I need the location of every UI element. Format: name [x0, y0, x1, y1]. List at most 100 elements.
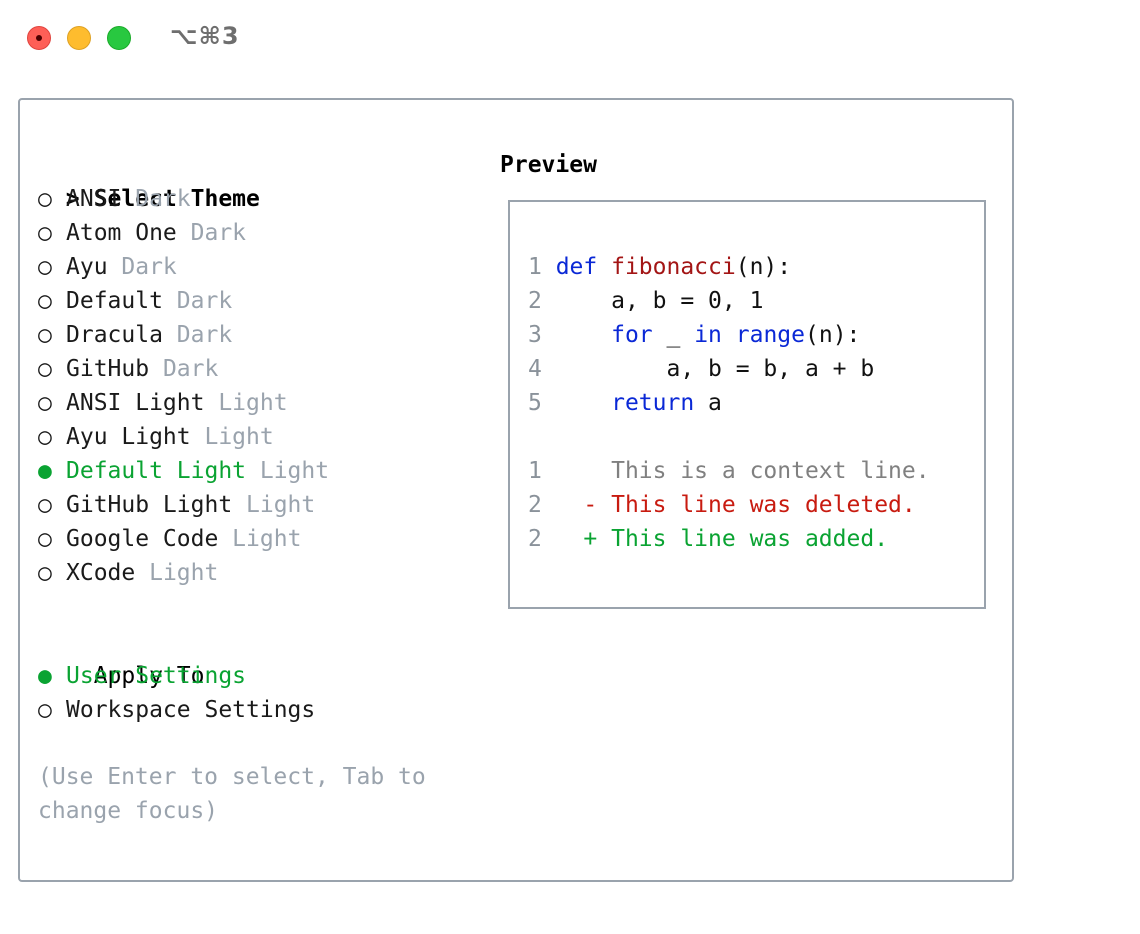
radio-unselected-icon: ○ — [38, 288, 52, 314]
theme-option[interactable]: ○ Dracula Dark — [38, 318, 232, 352]
theme-option-variant: Dark — [149, 356, 219, 382]
code-token: (n): — [735, 254, 792, 280]
radio-unselected-icon: ○ — [38, 390, 52, 416]
theme-option-variant: Dark — [176, 220, 247, 246]
theme-option[interactable]: ○ Ayu Light Light — [38, 420, 274, 454]
theme-option-variant: Dark — [121, 186, 191, 212]
diff-text: This is a context line. — [611, 458, 930, 484]
code-line: 4 a, b = b, a + b — [528, 352, 874, 386]
code-token: in — [694, 322, 722, 348]
theme-option-variant: Dark — [162, 288, 233, 314]
apply-to-option[interactable]: ●User Settings — [38, 659, 246, 693]
code-token: (n): — [805, 322, 861, 348]
theme-option-name: Google Code — [66, 526, 219, 552]
theme-option[interactable]: ○ XCode Light — [38, 556, 218, 590]
radio-unselected-icon: ○ — [38, 560, 52, 586]
code-token: for — [611, 322, 653, 348]
line-number: 1 — [528, 254, 556, 280]
theme-option-name: Atom One — [66, 220, 177, 246]
theme-option-name: Dracula — [66, 322, 163, 348]
line-number: 2 — [528, 492, 584, 518]
diff-line: 2 + This line was added. — [528, 522, 888, 556]
code-token: a — [694, 390, 722, 416]
radio-unselected-icon: ○ — [38, 424, 52, 450]
radio-selected-icon: ● — [38, 458, 52, 484]
theme-option-name: XCode — [66, 560, 136, 586]
focus-cursor-icon: > — [65, 186, 80, 212]
radio-unselected-icon: ○ — [38, 254, 52, 280]
radio-unselected-icon: ○ — [38, 322, 52, 348]
window-titlebar: ⌥⌘3 — [0, 0, 1140, 76]
theme-option-name: Default — [66, 288, 163, 314]
theme-option-name: Ayu Light — [66, 424, 191, 450]
code-token: a, b = 0, 1 — [555, 288, 764, 314]
select-theme-heading: > Select Theme — [38, 148, 260, 212]
keyboard-hint: (Use Enter to select, Tab to change focu… — [38, 764, 426, 824]
line-number: 2 — [528, 526, 584, 552]
diff-line: 2 - This line was deleted. — [528, 488, 916, 522]
theme-option-variant: Light — [232, 492, 316, 518]
code-line: 5 return a — [528, 386, 722, 420]
theme-option[interactable]: ○ Default Dark — [38, 284, 232, 318]
theme-option-name: ANSI — [66, 186, 122, 212]
theme-option-name: GitHub — [66, 356, 150, 382]
theme-option-variant: Light — [190, 424, 274, 450]
theme-option[interactable]: ○ Atom One Dark — [38, 216, 246, 250]
line-number: 1 — [528, 458, 584, 484]
window-shortcut-label: ⌥⌘3 — [170, 22, 240, 50]
radio-unselected-icon: ○ — [38, 220, 52, 246]
apply-to-option-name: User Settings — [66, 663, 247, 689]
apply-to-heading: Apply To — [38, 625, 205, 689]
code-token — [722, 322, 736, 348]
code-token — [556, 322, 611, 348]
line-number: 5 — [528, 390, 556, 416]
theme-option[interactable]: ○ ANSI Light Light — [38, 386, 288, 420]
line-number: 2 — [528, 288, 556, 314]
code-token: range — [735, 322, 805, 348]
diff-prefix — [583, 458, 611, 484]
theme-option[interactable]: ○ ANSI Dark — [38, 182, 191, 216]
radio-unselected-icon: ○ — [38, 526, 52, 552]
apply-to-title: Apply To — [93, 663, 205, 689]
code-token: _ — [652, 322, 695, 348]
diff-line: 1 This is a context line. — [528, 454, 930, 488]
code-line: 3 for _ in range(n): — [528, 318, 860, 352]
code-line: 1 def fibonacci(n): — [528, 250, 791, 284]
theme-option[interactable]: ● Default Light Light — [38, 454, 329, 488]
apply-to-option-name: Workspace Settings — [66, 697, 316, 723]
radio-unselected-icon: ○ — [38, 186, 52, 212]
radio-unselected-icon: ○ — [38, 697, 52, 723]
theme-option-name: Ayu — [66, 254, 108, 280]
theme-option[interactable]: ○Google Code Light — [38, 522, 301, 556]
radio-unselected-icon: ○ — [38, 492, 52, 518]
line-number: 4 — [528, 356, 556, 382]
radio-unselected-icon: ○ — [38, 356, 52, 382]
apply-to-option[interactable]: ○ Workspace Settings — [38, 693, 315, 727]
close-window-button[interactable] — [27, 26, 51, 50]
minimize-window-button[interactable] — [67, 26, 91, 50]
code-token: a, b = b, a + b — [555, 356, 875, 382]
diff-text: This line was deleted. — [611, 492, 916, 518]
code-token — [556, 390, 611, 416]
preview-panel — [508, 200, 986, 609]
theme-option-variant: Light — [135, 560, 219, 586]
theme-option-name: Default Light — [66, 458, 247, 484]
select-theme-title: Select Theme — [93, 186, 260, 212]
theme-option[interactable]: ○GitHub Light Light — [38, 488, 315, 522]
line-number: 3 — [528, 322, 556, 348]
theme-option[interactable]: ○ Ayu Dark — [38, 250, 177, 284]
preview-title: Preview — [500, 152, 597, 178]
code-line: 2 a, b = 0, 1 — [528, 284, 763, 318]
theme-option-variant: Light — [246, 458, 330, 484]
theme-option-name: ANSI Light — [66, 390, 205, 416]
code-token: return — [611, 390, 695, 416]
theme-option-variant: Dark — [107, 254, 177, 280]
diff-prefix: - — [583, 492, 612, 518]
theme-option-variant: Light — [204, 390, 288, 416]
maximize-window-button[interactable] — [107, 26, 131, 50]
theme-option[interactable]: ○ GitHub Dark — [38, 352, 218, 386]
diff-prefix: + — [583, 526, 612, 552]
code-token: def — [555, 254, 612, 280]
theme-option-variant: Dark — [162, 322, 233, 348]
code-token: fibonacci — [611, 254, 736, 280]
